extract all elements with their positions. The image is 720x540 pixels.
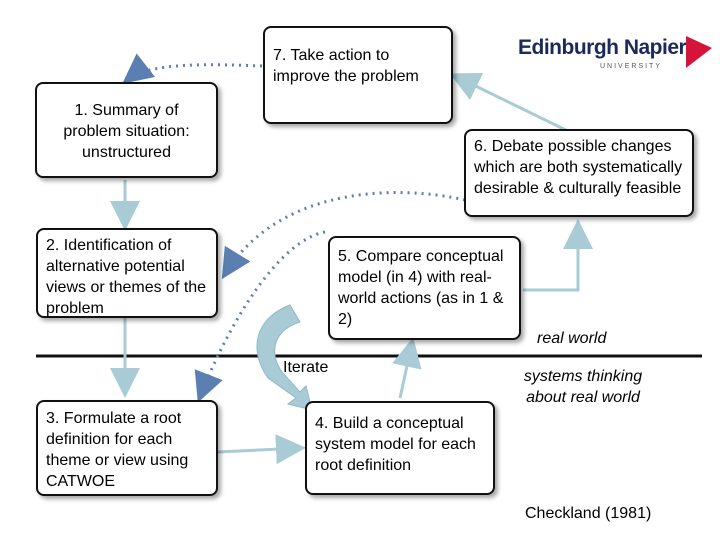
dotted-arrow-5-to-3 bbox=[194, 230, 326, 403]
systems-thinking-label: systems thinking about real world bbox=[523, 368, 643, 406]
arrow-4-to-5 bbox=[392, 337, 422, 399]
step-5-box: 5. Compare conceptual model (in 4) with … bbox=[328, 236, 521, 340]
step-2-text: 2. Identification of alternative potenti… bbox=[46, 237, 207, 317]
arrow-6-to-7 bbox=[449, 73, 579, 138]
edinburgh-napier-logo: Edinburgh Napier UNIVERSITY bbox=[518, 34, 712, 76]
step-7-text: 7. Take action to improve the problem bbox=[273, 47, 419, 85]
step-3-box: 3. Formulate a root definition for each … bbox=[36, 400, 218, 496]
logo-name: Edinburgh Napier bbox=[518, 36, 687, 59]
step-6-text: 6. Debate possible changes which are bot… bbox=[474, 138, 683, 197]
step-2-box: 2. Identification of alternative potenti… bbox=[36, 228, 218, 318]
step-7-box: 7. Take action to improve the problem bbox=[263, 26, 453, 124]
dotted-arrow-6-to-2 bbox=[221, 191, 466, 280]
step-3-text: 3. Formulate a root definition for each … bbox=[46, 410, 189, 490]
step-6-box: 6. Debate possible changes which are bot… bbox=[464, 129, 694, 217]
citation-label: Checkland (1981) bbox=[525, 505, 652, 522]
logo-sub: UNIVERSITY bbox=[600, 63, 663, 70]
arrow-5-to-6 bbox=[523, 219, 593, 292]
step-1-text: 1. Summary of problem situation: unstruc… bbox=[63, 102, 190, 161]
step-5-text: 5. Compare conceptual model (in 4) with … bbox=[338, 248, 504, 328]
arrow-3-to-4 bbox=[217, 434, 306, 465]
iterate-label: Iterate bbox=[283, 359, 329, 376]
step-4-box: 4. Build a conceptual system model for e… bbox=[305, 401, 495, 495]
step-4-text: 4. Build a conceptual system model for e… bbox=[315, 415, 476, 474]
logo-triangle-icon bbox=[686, 36, 712, 68]
real-world-label: real world bbox=[537, 330, 607, 347]
step-1-box: 1. Summary of problem situation: unstruc… bbox=[35, 82, 218, 178]
dotted-arrow-7-to-1 bbox=[122, 53, 263, 84]
iterate-arrow bbox=[256, 304, 313, 411]
